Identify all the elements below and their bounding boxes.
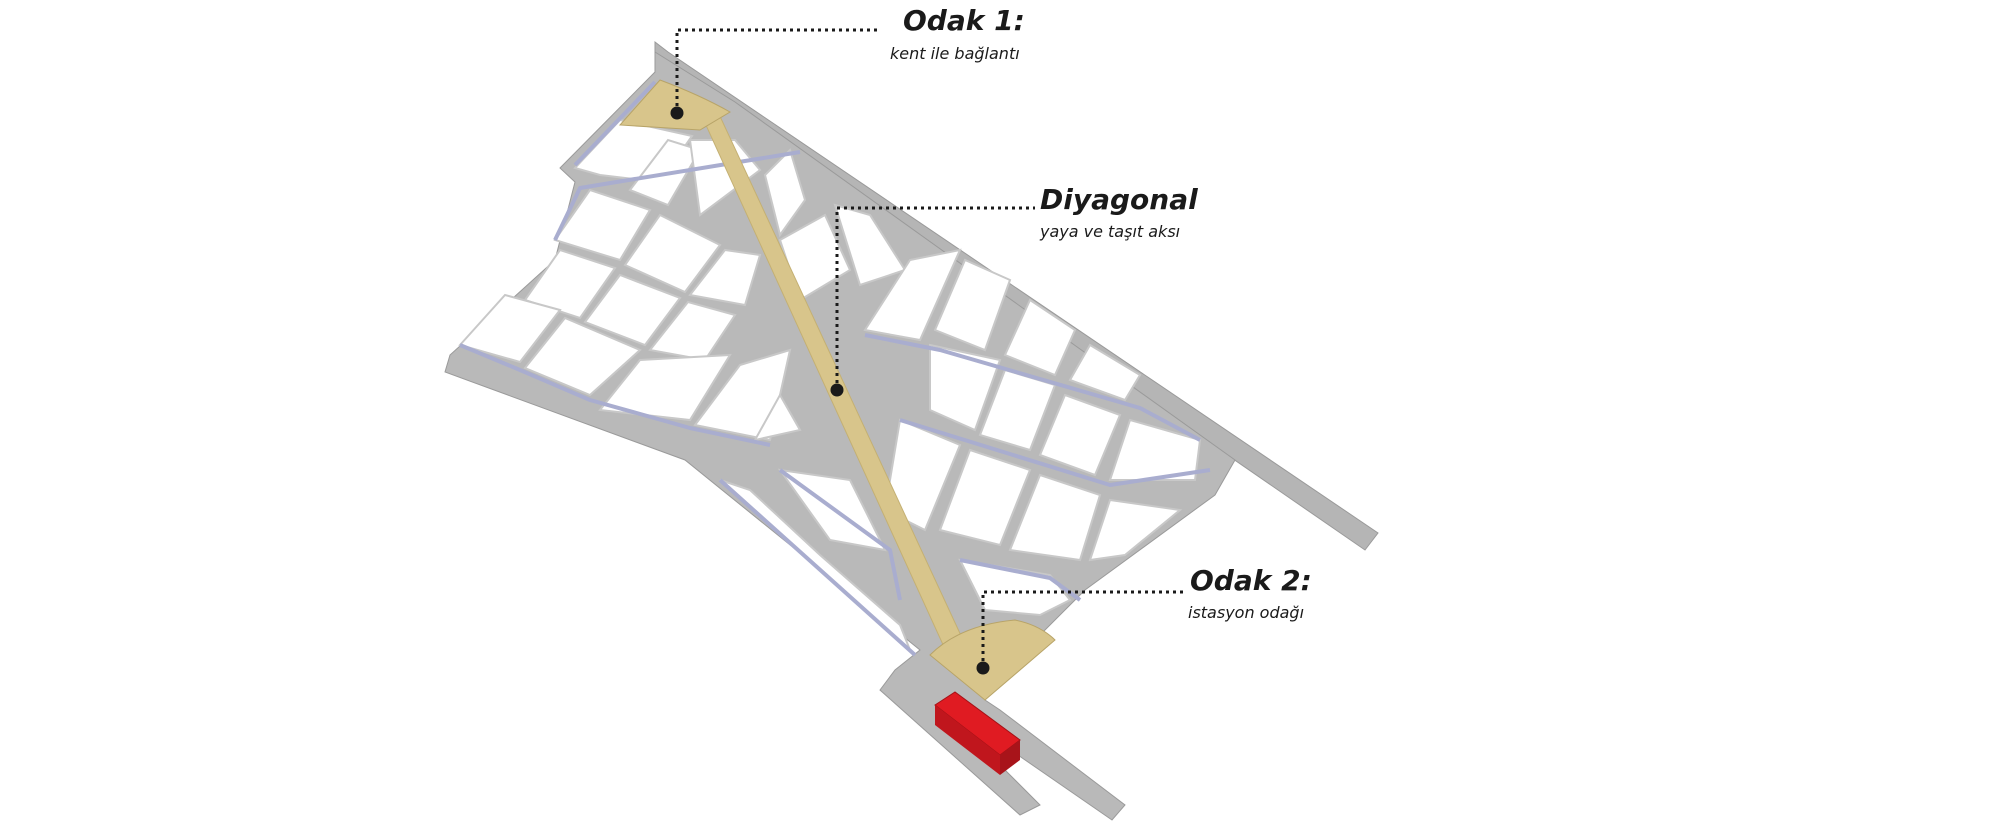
sidewalk-line bbox=[718, 478, 917, 657]
leader-focus-2 bbox=[981, 590, 1185, 668]
focus-2-subtitle: istasyon odağı bbox=[1188, 603, 1305, 622]
block bbox=[1038, 393, 1122, 477]
block bbox=[883, 418, 962, 532]
block bbox=[1108, 418, 1202, 481]
block bbox=[863, 248, 962, 342]
block bbox=[458, 293, 562, 364]
block bbox=[623, 213, 722, 294]
focus-2-point bbox=[976, 661, 990, 675]
leader-lines bbox=[675, 28, 1185, 668]
block bbox=[598, 353, 732, 422]
block bbox=[688, 248, 762, 307]
block bbox=[958, 558, 1072, 617]
block bbox=[763, 148, 807, 238]
leader-focus-1 bbox=[675, 28, 880, 113]
block bbox=[583, 273, 682, 347]
block bbox=[1088, 498, 1183, 562]
block bbox=[929, 343, 1002, 432]
sidewalk-line bbox=[573, 80, 657, 167]
sidewalk-line bbox=[899, 418, 1211, 487]
focus-2-title: Odak 2: bbox=[1190, 564, 1312, 597]
block bbox=[938, 448, 1032, 547]
station-building bbox=[934, 691, 1021, 775]
diagonal-title: Diyagonal bbox=[1040, 183, 1198, 216]
diagonal-subtitle: yaya ve taşıt aksı bbox=[1040, 222, 1181, 241]
site-base bbox=[444, 51, 1236, 821]
focus-1-point bbox=[670, 106, 684, 120]
block bbox=[523, 316, 642, 397]
block bbox=[933, 258, 1012, 352]
focus-2-area bbox=[929, 619, 1056, 701]
diagonal-point bbox=[830, 383, 844, 397]
focus-1-area bbox=[618, 79, 731, 131]
block bbox=[753, 392, 802, 442]
leader-diagonal bbox=[835, 206, 1035, 390]
sidewalk-line bbox=[864, 333, 1201, 442]
block bbox=[1003, 298, 1077, 377]
sidewalk-line bbox=[778, 468, 902, 601]
focus-1-subtitle: kent ile bağlantı bbox=[890, 44, 1020, 63]
block bbox=[553, 188, 652, 262]
sidewalks bbox=[459, 80, 1211, 657]
sidewalk-line bbox=[459, 343, 771, 447]
block bbox=[523, 248, 617, 320]
focus-1-title: Odak 1: bbox=[903, 4, 1025, 37]
block bbox=[1008, 473, 1102, 562]
block bbox=[693, 348, 792, 442]
block bbox=[1068, 343, 1142, 402]
